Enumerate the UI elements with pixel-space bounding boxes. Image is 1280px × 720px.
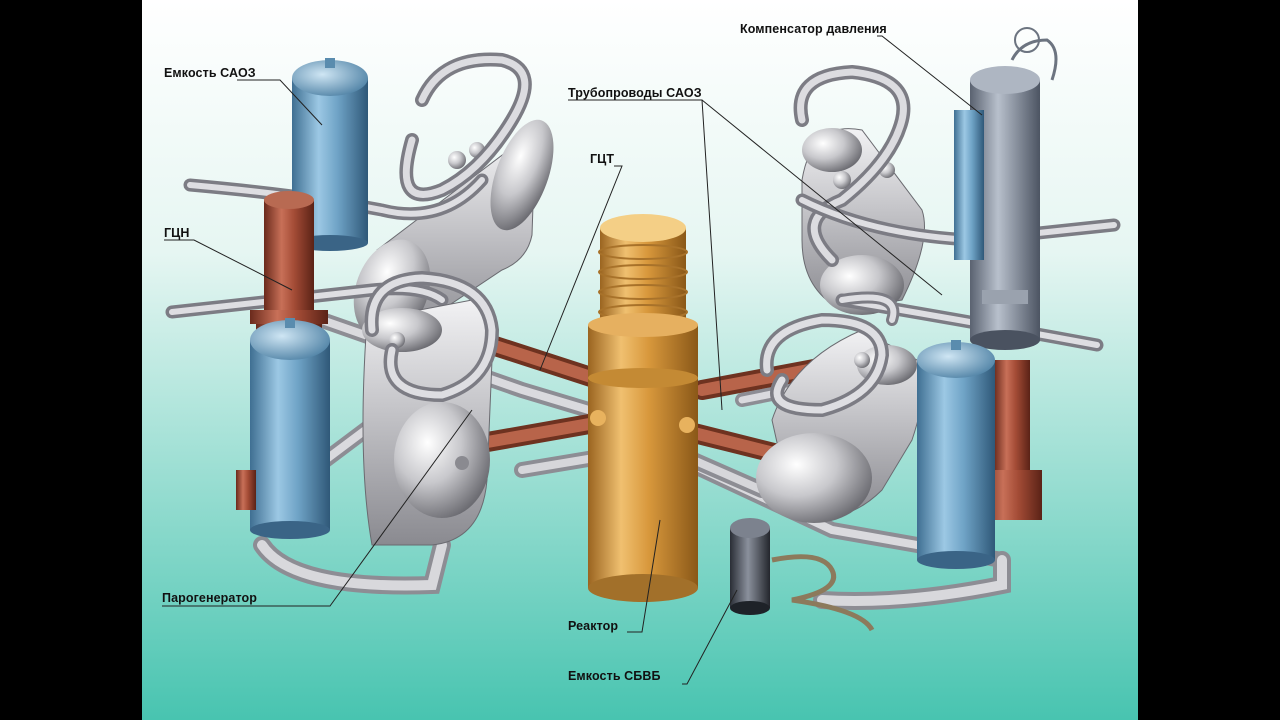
loop-pipe-front-left (364, 270, 500, 403)
saoz-tank-back-right (954, 110, 984, 260)
label-kompensator-davleniya: Компенсатор давления (740, 22, 887, 36)
label-parogenerator: Парогенератор (162, 591, 257, 605)
reactor-plant-diagram (142, 0, 1138, 720)
steam-generator-front-right (756, 329, 924, 523)
saoz-tank-back-left (292, 58, 368, 251)
steam-generator-front-left (362, 299, 495, 546)
saoz-tank-front-right (917, 340, 995, 569)
loop-pipe-back-left (399, 52, 532, 202)
diagram-slide: Емкость САОЗ ГЦН Парогенератор ГЦТ Трубо… (142, 0, 1138, 720)
loop-pipe-front-right (759, 291, 900, 418)
label-emkost-saoz: Емкость САОЗ (164, 66, 256, 80)
reactor-vessel (588, 214, 698, 602)
label-truboprovody-saoz: Трубопроводы САОЗ (568, 86, 702, 100)
label-gct: ГЦТ (590, 152, 615, 166)
saoz-tank-front-left (236, 318, 330, 539)
leader-lines (162, 35, 983, 685)
label-emkost-sbvb: Емкость СБВБ (568, 669, 661, 683)
label-gcn: ГЦН (164, 226, 190, 240)
sbvb-tank (730, 518, 875, 632)
label-reaktor: Реактор (568, 619, 619, 633)
